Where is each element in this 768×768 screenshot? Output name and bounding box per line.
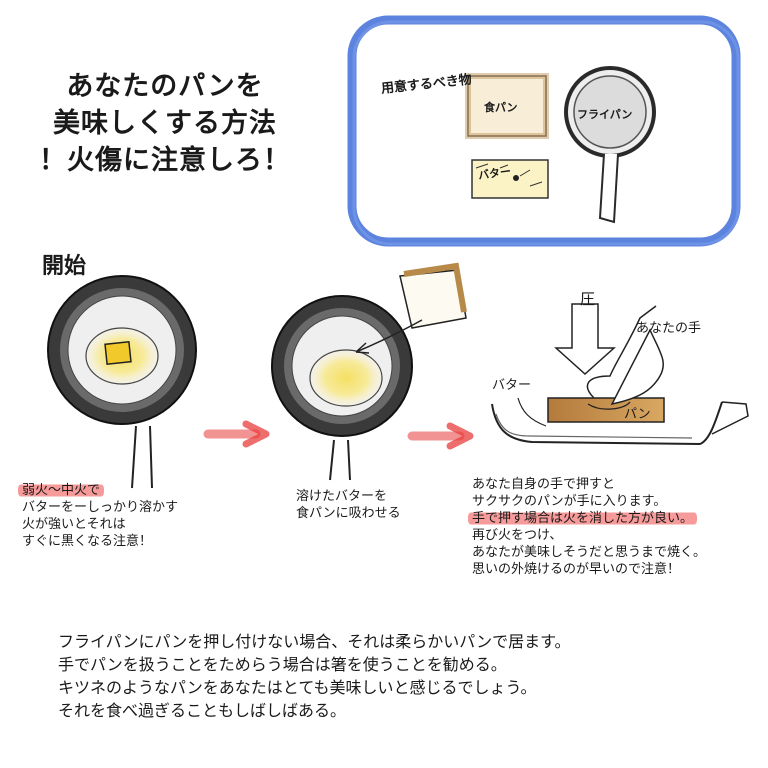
step1-line-2: 火が強いとそれは [22,517,126,532]
arrow-step2-to-step3 [407,422,474,450]
step3-line-6: 思いの外焼けるのが早いので注意！ [472,562,681,577]
step2-text: 溶けたバターを 食パンに吸わせる [296,488,401,522]
step2-line-1: 溶けたバターを [296,489,388,504]
step1-highlight: 弱火〜中火で [18,483,105,498]
bottom-note: フライパンにパンを押し付けない場合、それは柔らかいパンで居ます。 手でパンを扱う… [58,630,570,722]
step1-line-3: すぐに黒くなる注意！ [22,534,153,549]
page-title: あなたのパンを 美味しくする方法 ！火傷に注意しろ！ [0,68,330,179]
butter-label: バター [492,378,532,393]
step3-line-4: 再び火をつけ、 [472,528,563,543]
supplies-butter-icon [471,159,549,199]
title-line-2: 美味しくする方法 [53,108,277,139]
pan-step1-illustration [47,275,197,489]
supplies-box [347,15,741,247]
arrow-step1-to-step2 [203,420,270,448]
note-line-2: 手でパンを扱うことをためらう場合は箸を使うことを勧める。 [58,655,507,674]
pressure-label: 圧 [580,290,596,308]
note-line-3: キツネのようなパンをあなたはとても美味しいと感じるでしょう。 [58,678,537,697]
supplies-pan-icon [564,66,656,224]
step3-line-5: あなたが美味しそうだと思うまで焼く。 [472,545,707,560]
supplies-bread-icon [465,73,549,139]
supplies-bread-label: 食パン [484,101,518,114]
title-line-3: ！火傷に注意しろ！ [39,145,291,176]
press-step3-illustration [491,303,749,446]
step3-highlight: 手で押す場合は火を消した方が良い。 [468,511,698,526]
bread-slice-icon [355,262,467,354]
start-label: 開始 [42,254,87,279]
note-line-4: それを食べ過ぎることもしばしばある。 [58,701,347,720]
title-line-1: あなたのパンを [66,71,264,102]
step1-text: 弱火〜中火で バターをーしっかり溶かす 火が強いとそれは すぐに黒くなる注意！ [18,482,179,550]
step2-line-2: 食パンに吸わせる [296,506,401,521]
your-hand-label: あなたの手 [636,321,702,336]
note-line-1: フライパンにパンを押し付けない場合、それは柔らかいパンで居ます。 [58,632,571,651]
step3-line-1: あなた自身の手で押すと [472,477,616,492]
step3-text: あなた自身の手で押すと サクサクのパンが手に入ります。 手で押す場合は火を消した… [468,476,707,578]
step1-line-1: バターをーしっかり溶かす [22,500,179,515]
supplies-pan-label: フライパン [577,108,633,121]
bread-label: パン [624,407,651,422]
pan-step2-illustration [271,295,413,481]
step3-line-2: サクサクのパンが手に入ります。 [472,494,667,509]
